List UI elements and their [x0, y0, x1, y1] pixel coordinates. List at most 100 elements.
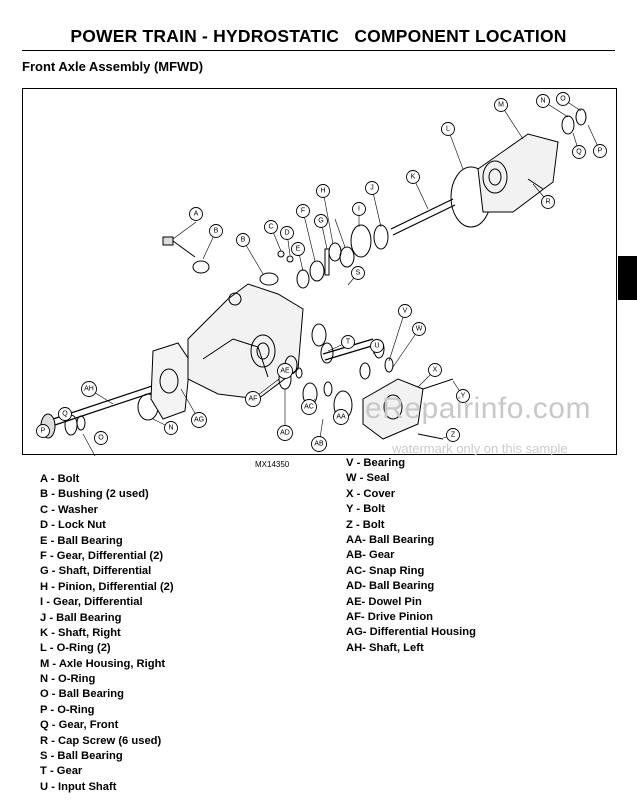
callout-label: AG — [194, 417, 204, 424]
callout-m: M — [494, 98, 508, 112]
legend-item: AF- Drive Pinion — [346, 610, 434, 623]
legend-item: AB- Gear — [346, 549, 395, 562]
callout-d: D — [280, 226, 294, 240]
callout-label: O — [98, 435, 104, 442]
callout-ab: AB — [311, 436, 327, 452]
legend-item: A - Bolt — [40, 473, 80, 485]
legend-item: N - O-Ring — [40, 673, 96, 686]
legend-item: G - Shaft, Differential — [40, 565, 152, 578]
figure-id: MX14350 — [255, 460, 290, 469]
callout-ae: AE — [277, 363, 293, 379]
callout-f: F — [296, 204, 310, 218]
callout-ad: AD — [277, 425, 293, 441]
callout-x: X — [428, 363, 442, 377]
legend-item: AG- Differential Housing — [346, 626, 476, 639]
callout-label: I — [358, 206, 360, 213]
page-title: POWER TRAIN - HYDROSTATIC COMPONENT LOCA… — [70, 26, 567, 46]
callout-label: W — [416, 326, 423, 333]
callout-label: F — [301, 208, 305, 215]
callout-j: J — [365, 181, 379, 195]
legend-item: I - Gear, Differential — [40, 596, 143, 609]
callout-label: AA — [336, 414, 346, 421]
legend-item: P - O-Ring — [40, 703, 95, 716]
callout-r: R — [541, 195, 555, 209]
callout-y: Y — [456, 389, 470, 403]
callout-q: Q — [572, 145, 586, 159]
legend-item: B - Bushing (2 used) — [40, 488, 149, 501]
callout-label: B — [214, 228, 219, 235]
legend-item: AE- Dowel Pin — [346, 595, 422, 608]
legend-item: U - Input Shaft — [40, 780, 117, 793]
callout-s: S — [351, 266, 365, 280]
watermark-subtext: watermark only on this sample — [392, 441, 568, 456]
legend-item: R - Cap Screw (6 used) — [40, 734, 162, 747]
callout-label: Q — [62, 411, 68, 418]
legend-item: E - Ball Bearing — [40, 534, 123, 547]
callout-c: C — [264, 220, 278, 234]
callout-label: V — [403, 308, 408, 315]
legend-item: Y - Bolt — [346, 503, 385, 516]
callout-b: B — [236, 233, 250, 247]
callout-label: T — [346, 339, 351, 346]
callout-label: P — [598, 148, 603, 155]
callout-label: J — [370, 185, 374, 192]
callout-w: W — [412, 322, 426, 336]
callout-label: N — [540, 98, 545, 105]
callout-aa: AA — [333, 409, 349, 425]
legend-item: V - Bearing — [346, 457, 406, 469]
callout-label: M — [498, 102, 504, 109]
callout-label: E — [296, 246, 301, 253]
legend-item: C - Washer — [40, 503, 99, 516]
callout-label: G — [318, 218, 323, 225]
legend-item: K - Shaft, Right — [40, 626, 121, 639]
callout-label: C — [268, 224, 273, 231]
callout-label: N — [168, 425, 173, 432]
legend-item: X - Cover — [346, 487, 396, 500]
watermark-text: eRepairinfo.com — [365, 392, 591, 425]
callout-ac: AC — [301, 399, 317, 415]
callout-n: N — [164, 421, 178, 435]
callout-o: O — [94, 431, 108, 445]
legend-item: L - O-Ring (2) — [40, 642, 111, 655]
callout-label: P — [41, 428, 46, 435]
callout-label: AB — [314, 441, 324, 448]
callout-label: AF — [249, 396, 258, 403]
legend-item: Q - Gear, Front — [40, 719, 119, 732]
callout-label: Q — [576, 149, 582, 156]
callout-label: Z — [451, 432, 456, 439]
title-rule — [22, 50, 615, 51]
callout-p: P — [593, 144, 607, 158]
callout-label: Y — [461, 393, 466, 400]
section-title: Front Axle Assembly (MFWD) — [22, 59, 204, 74]
callout-i: I — [352, 202, 366, 216]
legend-item: J - Ball Bearing — [40, 611, 122, 624]
callout-label: X — [433, 367, 438, 374]
callout-label: H — [320, 188, 325, 195]
callout-g: G — [314, 214, 328, 228]
callout-z: Z — [446, 428, 460, 442]
legend-item: AC- Snap Ring — [346, 564, 425, 577]
callout-label: O — [560, 96, 566, 103]
callout-b: B — [209, 224, 223, 238]
legend-item: O - Ball Bearing — [40, 688, 124, 701]
callout-label: S — [356, 270, 361, 277]
callout-label: AD — [280, 430, 290, 437]
legend-item: AD- Ball Bearing — [346, 580, 435, 593]
legend-item: AH- Shaft, Left — [346, 641, 424, 654]
callout-o: O — [556, 92, 570, 106]
callout-af: AF — [245, 391, 261, 407]
legend-item: F - Gear, Differential (2) — [40, 549, 164, 562]
section-tab-marker — [618, 256, 637, 300]
callout-label: L — [446, 126, 450, 133]
callout-u: U — [370, 339, 384, 353]
callout-q: Q — [58, 407, 72, 421]
diagram-drawing: ABBCDEFGHIJKLMNOPQRSTUVWXYZAAABACADAEAFA… — [36, 92, 607, 456]
callout-label: D — [284, 230, 289, 237]
callout-p: P — [36, 424, 50, 438]
callout-n: N — [536, 94, 550, 108]
callout-label: R — [545, 199, 550, 206]
callout-label: U — [374, 343, 379, 350]
callout-label: K — [411, 174, 416, 181]
